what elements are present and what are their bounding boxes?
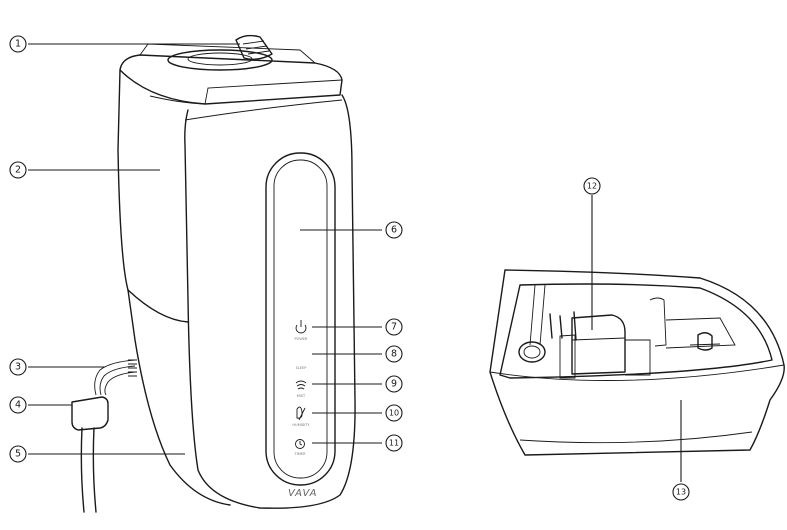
- svg-text:POWER: POWER: [295, 337, 309, 341]
- leader-lines: [28, 43, 682, 482]
- svg-text:12: 12: [587, 182, 597, 191]
- water-cup: [518, 341, 546, 363]
- callout-8: 8: [385, 345, 403, 363]
- power-cord: [80, 359, 137, 513]
- float-knob: [697, 332, 713, 351]
- svg-text:6: 6: [391, 225, 397, 236]
- power-icon: POWER: [295, 320, 309, 341]
- mist-icon: MIST: [295, 380, 307, 398]
- svg-text:MIST: MIST: [297, 394, 306, 398]
- callout-10: 10: [385, 404, 403, 422]
- svg-text:3: 3: [15, 362, 21, 373]
- callout-9: 9: [385, 375, 403, 393]
- callout-11: 11: [385, 434, 403, 452]
- callout-12: 12: [583, 177, 601, 195]
- callout-1: 1: [9, 35, 27, 53]
- svg-text:13: 13: [676, 488, 686, 497]
- top-lid: [119, 54, 343, 105]
- front-body: [184, 94, 356, 509]
- timer-icon: TIMER: [294, 439, 306, 456]
- callout-3: 3: [9, 358, 27, 376]
- svg-text:7: 7: [391, 322, 397, 333]
- water-tank: [117, 69, 129, 291]
- humidity-icon: HUMIDITY: [292, 406, 310, 427]
- svg-text:1: 1: [15, 39, 21, 50]
- transducer: [571, 314, 626, 375]
- base-left: [127, 289, 231, 506]
- humidifier-body: POWER SLEEP MIST HUMIDITY TIMER VAVA: [71, 34, 356, 513]
- base-unit: [489, 269, 785, 456]
- plug: [71, 396, 109, 431]
- svg-text:5: 5: [15, 449, 21, 460]
- svg-text:10: 10: [389, 409, 399, 418]
- svg-text:TIMER: TIMER: [294, 452, 306, 456]
- mist-nozzle: [235, 34, 273, 61]
- svg-text:HUMIDITY: HUMIDITY: [292, 423, 310, 427]
- control-panel: [265, 152, 336, 486]
- callout-5: 5: [9, 445, 27, 463]
- svg-text:2: 2: [15, 165, 21, 176]
- brand-logo: VAVA: [288, 488, 318, 499]
- svg-text:4: 4: [15, 400, 21, 411]
- top-cap: [167, 49, 273, 71]
- svg-text:SLEEP: SLEEP: [296, 366, 307, 370]
- svg-text:8: 8: [391, 349, 397, 360]
- callout-2: 2: [9, 161, 27, 179]
- svg-text:9: 9: [391, 379, 397, 390]
- callout-4: 4: [9, 396, 27, 414]
- moon-icon: SLEEP: [296, 349, 308, 370]
- callout-6: 6: [385, 221, 403, 239]
- callout-13: 13: [672, 483, 690, 501]
- callout-7: 7: [385, 318, 403, 336]
- svg-text:11: 11: [389, 439, 399, 448]
